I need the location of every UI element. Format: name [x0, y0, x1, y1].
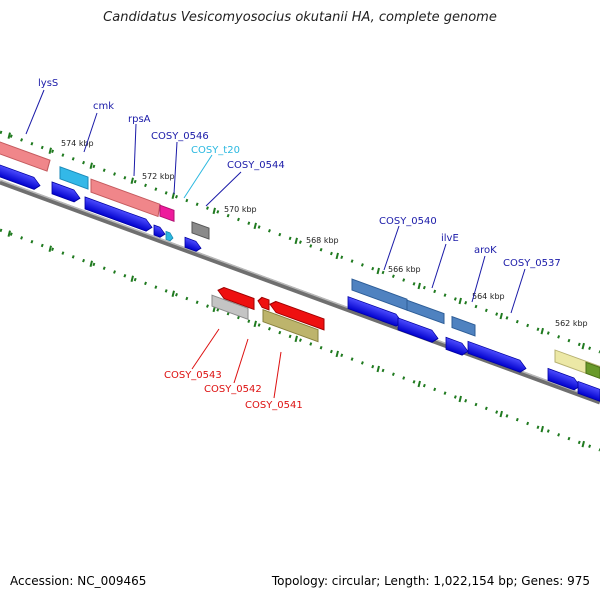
scale-major-tick — [294, 237, 298, 245]
scale-major-tick — [581, 440, 585, 448]
gene-label-ilvE[interactable]: ilvE — [441, 233, 459, 244]
cds-arrow[interactable] — [153, 224, 166, 239]
scale-major-tick — [89, 260, 93, 267]
gene-label-COSY_0537[interactable]: COSY_0537 — [503, 258, 561, 269]
cds-arrow[interactable] — [547, 367, 581, 392]
cds-arrow[interactable] — [577, 380, 600, 402]
scale-major-tick — [376, 365, 380, 373]
gene-label-COSY_0541[interactable]: COSY_0541 — [245, 400, 303, 411]
feature-COSY_0541-red[interactable] — [269, 299, 325, 331]
gene-label-COSY_0546[interactable]: COSY_0546 — [151, 131, 209, 142]
page-title: Candidatus Vesicomyosocius okutanii HA, … — [103, 10, 497, 25]
cds-arrow[interactable] — [445, 336, 469, 357]
genome-summary-text: Topology: circular; Length: 1,022,154 bp… — [271, 574, 590, 588]
scale-major-tick — [294, 335, 298, 343]
feature-COSY_0542[interactable] — [257, 296, 270, 311]
scale-labels: 574 kbp 572 kbp 570 kbp 568 kbp 566 kbp … — [61, 139, 588, 328]
scale-major-tick — [540, 425, 544, 433]
feature-aroK[interactable] — [451, 315, 476, 337]
forward-features — [0, 139, 600, 380]
scale-label-574: 574 kbp — [61, 139, 94, 148]
scale-major-tick — [130, 275, 134, 283]
cds-arrow[interactable] — [51, 181, 81, 204]
scale-major-tick — [89, 162, 93, 169]
accession-text: Accession: NC_009465 — [10, 574, 147, 588]
scale-dots-upper — [0, 130, 600, 354]
scale-label-570: 570 kbp — [224, 205, 257, 214]
gene-labels-top: lysS cmk rpsA COSY_0546 COSY_t20 COSY_05… — [38, 78, 561, 269]
scale-major-tick — [335, 350, 339, 358]
gene-label-COSY_0544[interactable]: COSY_0544 — [227, 160, 285, 171]
feature-cmk[interactable] — [59, 166, 89, 190]
feature-COSY_0543-gray[interactable] — [211, 294, 249, 320]
label-leaders — [25, 89, 526, 314]
scale-major-tick — [458, 395, 462, 403]
scale-major-tick — [253, 320, 257, 328]
cds-arrow[interactable] — [467, 340, 527, 374]
scale-major-tick — [417, 282, 421, 290]
scale-major-tick — [335, 252, 339, 260]
feature-rpsA[interactable] — [90, 178, 161, 218]
scale-dots-lower — [0, 228, 600, 452]
scale-major-tick — [48, 245, 52, 252]
scale-label-568: 568 kbp — [306, 236, 339, 245]
feature-ilvE[interactable] — [406, 299, 445, 325]
gene-label-COSY_0542[interactable]: COSY_0542 — [204, 384, 262, 395]
cds-arrow[interactable] — [184, 236, 202, 253]
scale-major-tick — [499, 410, 503, 418]
feature-COSY_0543-red[interactable] — [217, 285, 255, 311]
scale-major-tick — [253, 222, 257, 230]
feature-COSY_0541-olive[interactable] — [262, 309, 319, 343]
scale-major-tick — [171, 290, 175, 298]
cds-features — [0, 162, 600, 402]
gene-label-COSY_0543[interactable]: COSY_0543 — [164, 370, 222, 381]
feature-lysS[interactable] — [0, 139, 51, 172]
scale-label-572: 572 kbp — [142, 172, 175, 181]
scale-major-tick — [499, 312, 503, 320]
scale-major-tick — [7, 230, 11, 237]
scale-major-tick — [581, 342, 585, 350]
cds-arrow[interactable] — [84, 196, 153, 233]
gene-label-cmk[interactable]: cmk — [93, 101, 114, 112]
label-leaders-red — [191, 328, 282, 399]
scale-major-tick — [130, 177, 134, 185]
scale-major-tick — [48, 147, 52, 154]
cds-arrow[interactable] — [0, 162, 41, 191]
gene-label-rpsA[interactable]: rpsA — [128, 114, 151, 125]
reverse-features — [211, 285, 325, 343]
scale-major-tick — [540, 327, 544, 335]
scale-label-562: 562 kbp — [555, 319, 588, 328]
scale-major-tick — [7, 132, 11, 139]
cds-arrow-small[interactable] — [165, 230, 174, 242]
gene-label-lysS[interactable]: lysS — [38, 78, 58, 89]
scale-label-564: 564 kbp — [472, 292, 505, 301]
gene-labels-bottom: COSY_0543 COSY_0542 COSY_0541 — [164, 370, 303, 411]
gene-label-COSY_0540[interactable]: COSY_0540 — [379, 216, 437, 227]
feature-COSY_0544[interactable] — [191, 221, 210, 240]
scale-major-tick — [417, 380, 421, 388]
feature-COSY_0546[interactable] — [159, 204, 175, 223]
scale-major-tick — [212, 207, 216, 215]
scale-label-566: 566 kbp — [388, 265, 421, 274]
scale-major-tick — [458, 297, 462, 305]
cds-arrow[interactable] — [397, 317, 439, 345]
gene-label-aroK[interactable]: aroK — [474, 245, 497, 256]
gene-label-COSY_t20[interactable]: COSY_t20 — [191, 145, 240, 156]
scale-major-tick — [376, 267, 380, 275]
feature-green[interactable] — [585, 361, 600, 380]
